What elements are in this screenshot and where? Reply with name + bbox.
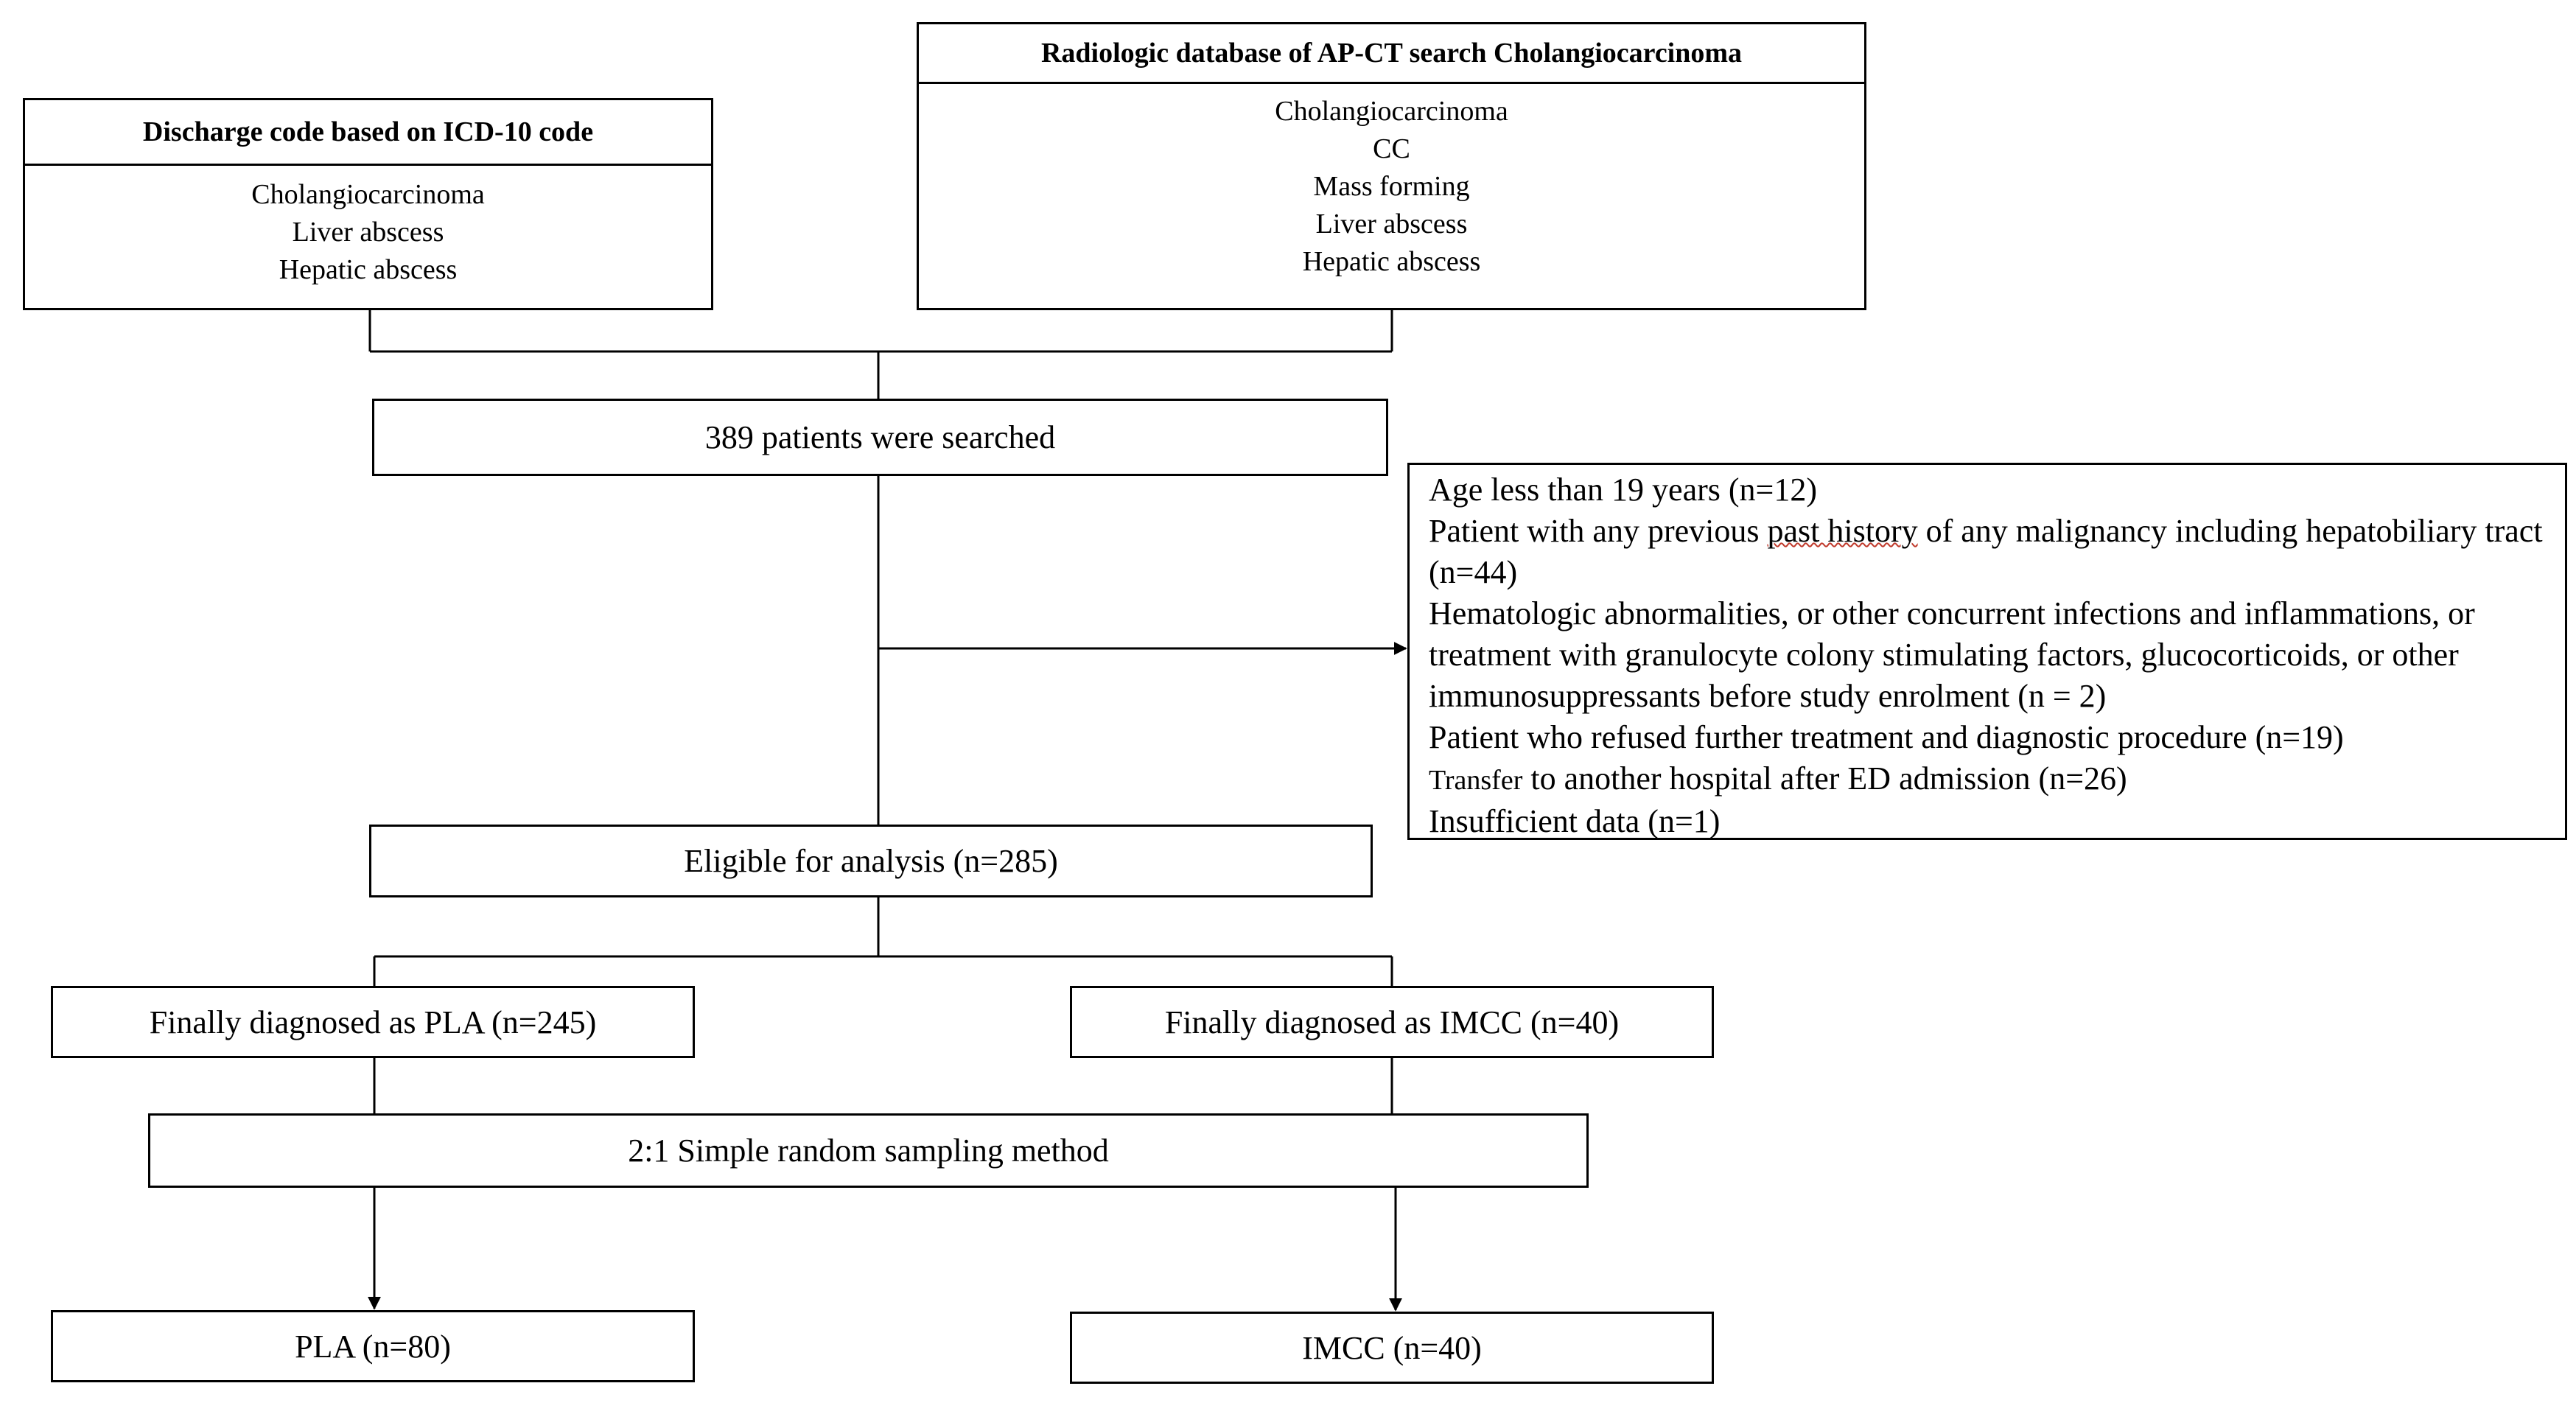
list-item: Cholangiocarcinoma <box>251 179 485 210</box>
radiologic-database-title: Radiologic database of AP-CT search Chol… <box>919 24 1864 84</box>
exclusion-insufficient: Insufficient data (n=1) <box>1429 803 1721 839</box>
list-item: Mass forming <box>1313 171 1470 202</box>
discharge-code-title: Discharge code based on ICD-10 code <box>25 100 711 166</box>
exclusion-hematologic: Hematologic abnormalities, or other conc… <box>1429 595 2475 714</box>
spellcheck-underline: past history <box>1767 513 1918 549</box>
exclusion-transfer: Transfer to another hospital after ED ad… <box>1429 760 2127 797</box>
list-item: CC <box>1373 133 1410 164</box>
radiologic-database-list: Cholangiocarcinoma CC Mass forming Liver… <box>919 84 1864 281</box>
exclusion-refused: Patient who refused further treatment an… <box>1429 719 2344 755</box>
radiologic-database-box: Radiologic database of AP-CT search Chol… <box>917 22 1866 310</box>
imcc-diagnosis-box: Finally diagnosed as IMCC (n=40) <box>1070 986 1714 1058</box>
discharge-code-list: Cholangiocarcinoma Liver abscess Hepatic… <box>25 166 711 289</box>
searched-box: 389 patients were searched <box>372 399 1388 476</box>
list-item: Cholangiocarcinoma <box>1275 96 1508 127</box>
exclusion-age: Age less than 19 years (n=12) <box>1429 472 1818 508</box>
list-item: Liver abscess <box>292 217 444 248</box>
discharge-code-box: Discharge code based on ICD-10 code Chol… <box>23 98 713 310</box>
imcc-final-box: IMCC (n=40) <box>1070 1312 1714 1384</box>
list-item: Hepatic abscess <box>1302 246 1481 277</box>
list-item: Hepatic abscess <box>279 254 458 285</box>
exclusion-criteria-box: Age less than 19 years (n=12) Patient wi… <box>1407 463 2567 840</box>
list-item: Liver abscess <box>1315 209 1468 239</box>
pla-diagnosis-box: Finally diagnosed as PLA (n=245) <box>51 986 695 1058</box>
pla-final-box: PLA (n=80) <box>51 1310 695 1382</box>
sampling-method-box: 2:1 Simple random sampling method <box>148 1113 1589 1188</box>
eligible-box: Eligible for analysis (n=285) <box>369 825 1373 897</box>
exclusion-malignancy: Patient with any previous past history o… <box>1429 513 2543 590</box>
